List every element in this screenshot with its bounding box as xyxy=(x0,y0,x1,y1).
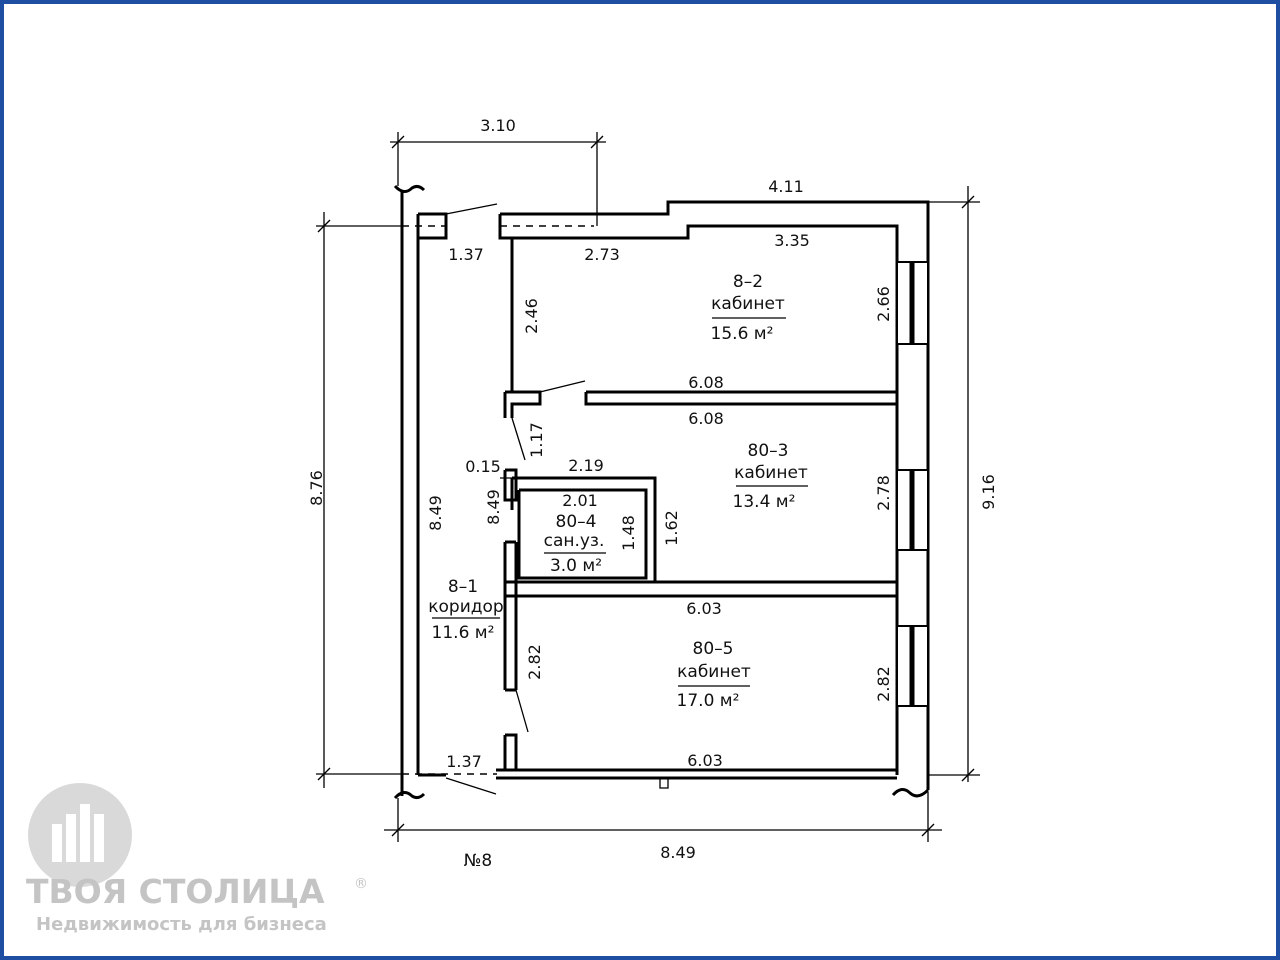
dim-2-73: 2.73 xyxy=(584,245,620,264)
dim-1-37-top: 1.37 xyxy=(448,245,484,264)
room-number: 8–2 xyxy=(733,272,763,292)
dim-6-08-b: 6.08 xyxy=(688,409,724,428)
dimension-labels: 3.10 4.11 1.37 2.73 3.35 2.46 2.66 6.08 … xyxy=(307,116,998,862)
dim-6-08-a: 6.08 xyxy=(688,373,724,392)
dim-3-35: 3.35 xyxy=(774,231,810,250)
outer-walls xyxy=(393,184,930,800)
dim-2-66: 2.66 xyxy=(874,286,893,322)
room-name: кабинет xyxy=(677,662,751,682)
room-name: сан.уз. xyxy=(544,531,605,551)
dim-1-37-bottom: 1.37 xyxy=(446,752,482,771)
dim-6-03-b: 6.03 xyxy=(687,751,723,770)
building-logo-icon xyxy=(28,783,132,887)
windows xyxy=(896,261,929,707)
dimension-lines xyxy=(316,132,980,842)
room-8-1: 8–1 коридор 11.6 м² xyxy=(428,577,503,643)
dim-6-03-a: 6.03 xyxy=(686,599,722,618)
dim-2-82-a: 2.82 xyxy=(525,644,544,680)
dim-2-78: 2.78 xyxy=(874,475,893,511)
room-number: 80–3 xyxy=(748,441,789,461)
interior-walls xyxy=(503,238,899,772)
dim-8-49-left: 8.49 xyxy=(426,495,445,531)
room-name: кабинет xyxy=(711,294,785,314)
dim-8-49-bottom: 8.49 xyxy=(660,843,696,862)
room-area: 15.6 м² xyxy=(711,324,774,344)
room-80-4: 80–4 сан.уз. 3.0 м² xyxy=(544,512,606,576)
company-logo: ТВОЯ СТОЛИЦА ® Недвижимость для бизнеса xyxy=(26,783,368,935)
plan-number: №8 xyxy=(464,851,493,871)
room-8-2: 8–2 кабинет 15.6 м² xyxy=(711,272,786,344)
room-number: 80–4 xyxy=(556,512,597,532)
dim-4-11: 4.11 xyxy=(768,177,804,196)
room-80-5: 80–5 кабинет 17.0 м² xyxy=(677,639,751,711)
doors xyxy=(445,203,586,795)
dim-2-82-b: 2.82 xyxy=(874,666,893,702)
logo-name: ТВОЯ СТОЛИЦА xyxy=(26,872,325,911)
dim-9-16: 9.16 xyxy=(979,474,998,510)
logo-tagline: Недвижимость для бизнеса xyxy=(36,914,327,935)
room-number: 80–5 xyxy=(693,639,734,659)
dim-2-19: 2.19 xyxy=(568,456,604,475)
room-name: коридор xyxy=(428,597,503,617)
room-area: 17.0 м² xyxy=(677,691,740,711)
logo-registered: ® xyxy=(354,876,368,892)
dim-8-76: 8.76 xyxy=(307,470,326,506)
room-number: 8–1 xyxy=(448,577,478,597)
room-80-3: 80–3 кабинет 13.4 м² xyxy=(733,441,808,512)
room-name: кабинет xyxy=(734,463,808,483)
dim-3-10: 3.10 xyxy=(480,116,516,135)
dim-1-17: 1.17 xyxy=(527,422,546,458)
dim-1-48: 1.48 xyxy=(619,515,638,551)
openings xyxy=(402,225,594,775)
dim-0-15: 0.15 xyxy=(465,457,501,476)
dim-2-46: 2.46 xyxy=(522,298,541,334)
room-area: 13.4 м² xyxy=(733,492,796,512)
dim-2-01: 2.01 xyxy=(562,491,598,510)
dim-1-62: 1.62 xyxy=(662,510,681,546)
dim-8-49-small: 8.49 xyxy=(484,489,503,525)
room-area: 3.0 м² xyxy=(550,556,602,576)
room-area: 11.6 м² xyxy=(432,623,495,643)
